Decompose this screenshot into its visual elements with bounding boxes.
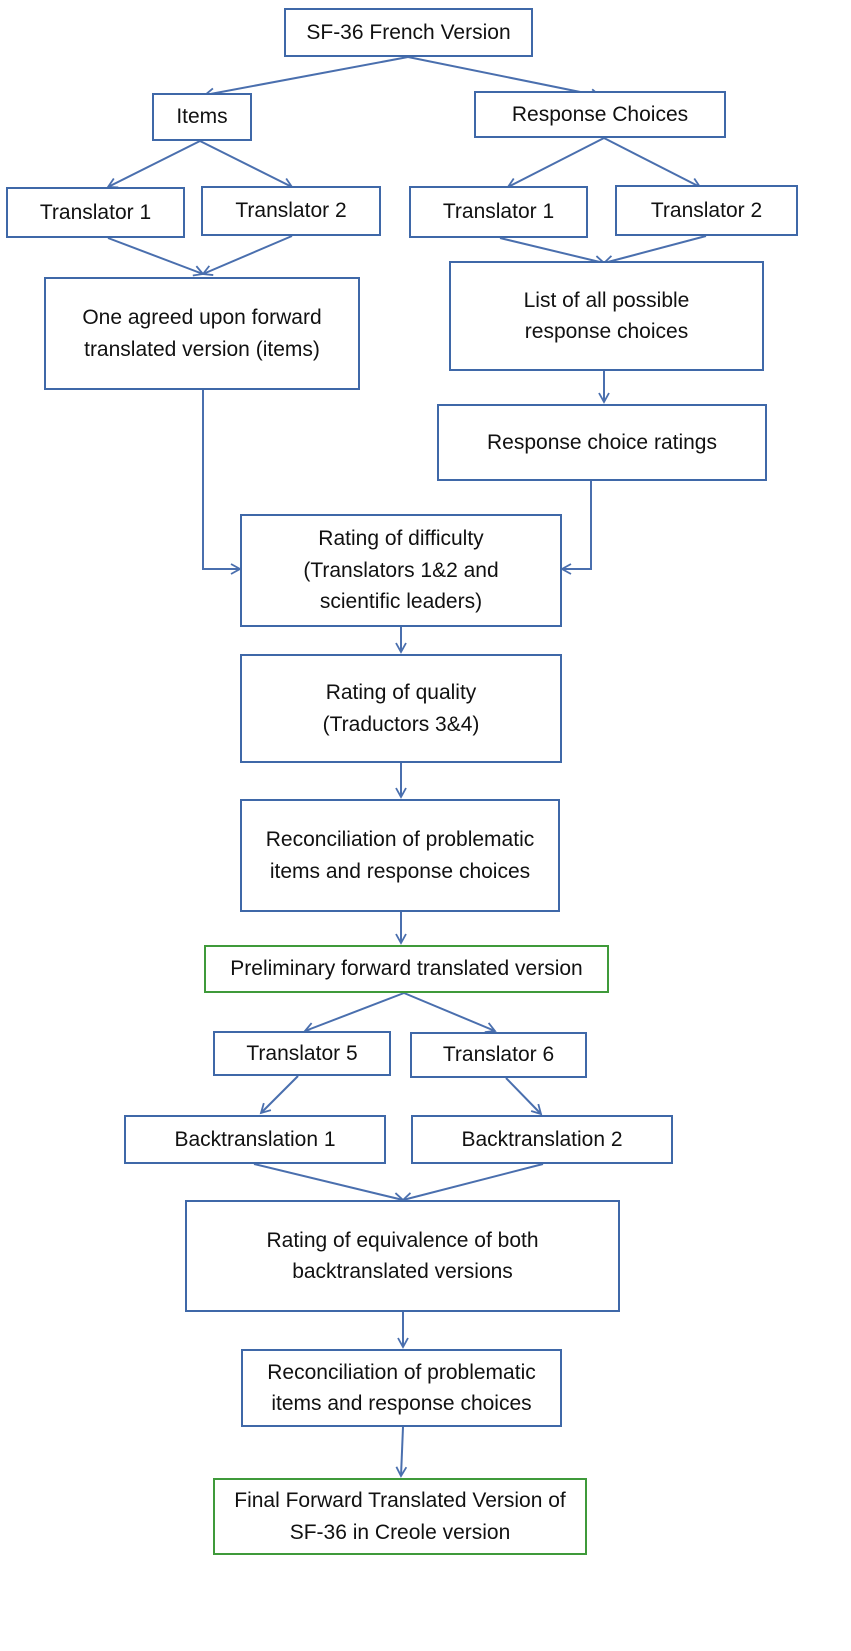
connector-items-to-translator1 xyxy=(106,140,201,189)
node-label: Translator 5 xyxy=(246,1041,358,1065)
node-label: Reconciliation of problematic items and … xyxy=(265,828,535,883)
connector-french-to-items xyxy=(203,56,409,100)
node-rating-of-difficulty: Rating of difficulty (Translators 1&2 an… xyxy=(240,514,562,627)
node-label: Final Forward Translated Version of SF-3… xyxy=(234,1489,566,1544)
node-label: One agreed upon forward translated versi… xyxy=(82,306,322,361)
connector-backtranslation1-to-equivalence xyxy=(253,1163,405,1204)
node-response-choice-ratings: Response choice ratings xyxy=(437,404,767,481)
node-reconciliation-second: Reconciliation of problematic items and … xyxy=(241,1349,562,1427)
connector-translator6-to-backtranslation2 xyxy=(505,1077,543,1116)
connector-translator2-to-agreed xyxy=(201,235,293,276)
node-rating-of-equivalence: Rating of equivalence of both backtransl… xyxy=(185,1200,620,1312)
node-translator1-responses: Translator 1 xyxy=(409,186,588,238)
node-label: Rating of difficulty (Translators 1&2 an… xyxy=(303,527,499,614)
node-translator6: Translator 6 xyxy=(410,1032,587,1078)
node-reconciliation-first: Reconciliation of problematic items and … xyxy=(240,799,560,912)
node-label: Response choice ratings xyxy=(487,430,717,454)
node-translator2-responses: Translator 2 xyxy=(615,185,798,236)
node-label: Translator 6 xyxy=(442,1043,555,1067)
node-preliminary-forward-version: Preliminary forward translated version xyxy=(204,945,609,993)
node-backtranslation2: Backtranslation 2 xyxy=(411,1115,673,1164)
node-label: Translator 1 xyxy=(39,200,152,224)
node-label: Rating of equivalence of both backtransl… xyxy=(266,1228,539,1284)
node-label: Items xyxy=(176,105,228,129)
connector-translator1r-to-list xyxy=(499,237,606,267)
node-final-forward-version: Final Forward Translated Version of SF-3… xyxy=(213,1478,587,1555)
node-label: Translator 2 xyxy=(650,198,763,222)
node-label: Reconciliation of problematic items and … xyxy=(267,1360,536,1416)
connector-items-to-translator2 xyxy=(199,140,294,189)
node-list-of-response-choices: List of all possible response choices xyxy=(449,261,764,371)
node-label: Response Choices xyxy=(511,102,689,126)
connector-translator1-to-agreed xyxy=(107,237,205,277)
connector-reconciliation2-to-final xyxy=(395,1426,408,1478)
node-label: Preliminary forward translated version xyxy=(230,957,583,981)
node-translator1-items: Translator 1 xyxy=(6,187,185,238)
connector-response-to-translator1 xyxy=(506,137,605,189)
node-response-choices: Response Choices xyxy=(474,91,726,138)
connector-backtranslation2-to-equivalence xyxy=(401,1163,544,1204)
node-label: Rating of quality (Traductors 3&4) xyxy=(322,681,480,736)
node-translator2-items: Translator 2 xyxy=(201,186,381,236)
node-backtranslation1: Backtranslation 1 xyxy=(124,1115,386,1164)
node-label: Translator 1 xyxy=(442,200,555,224)
node-label: Backtranslation 1 xyxy=(174,1127,336,1151)
node-label: SF-36 French Version xyxy=(306,20,511,44)
node-label: List of all possible response choices xyxy=(523,288,690,344)
connector-french-to-response xyxy=(407,56,602,100)
connector-response-to-translator2 xyxy=(603,137,702,189)
node-sf36-french-version: SF-36 French Version xyxy=(284,8,533,57)
connector-preliminary-to-translator6 xyxy=(403,992,497,1034)
connector-translator2r-to-list xyxy=(602,235,707,267)
connector-agreed-to-difficulty xyxy=(202,390,242,575)
node-translator5: Translator 5 xyxy=(213,1031,391,1076)
node-rating-of-quality: Rating of quality (Traductors 3&4) xyxy=(240,654,562,763)
node-label: Translator 2 xyxy=(235,199,347,223)
node-label: Backtranslation 2 xyxy=(461,1127,623,1151)
node-agreed-forward-version: One agreed upon forward translated versi… xyxy=(44,277,360,390)
node-items: Items xyxy=(152,93,252,141)
connector-translator5-to-backtranslation1 xyxy=(259,1075,299,1115)
connector-ratings-to-difficulty xyxy=(560,481,592,575)
connector-preliminary-to-translator5 xyxy=(303,992,405,1034)
